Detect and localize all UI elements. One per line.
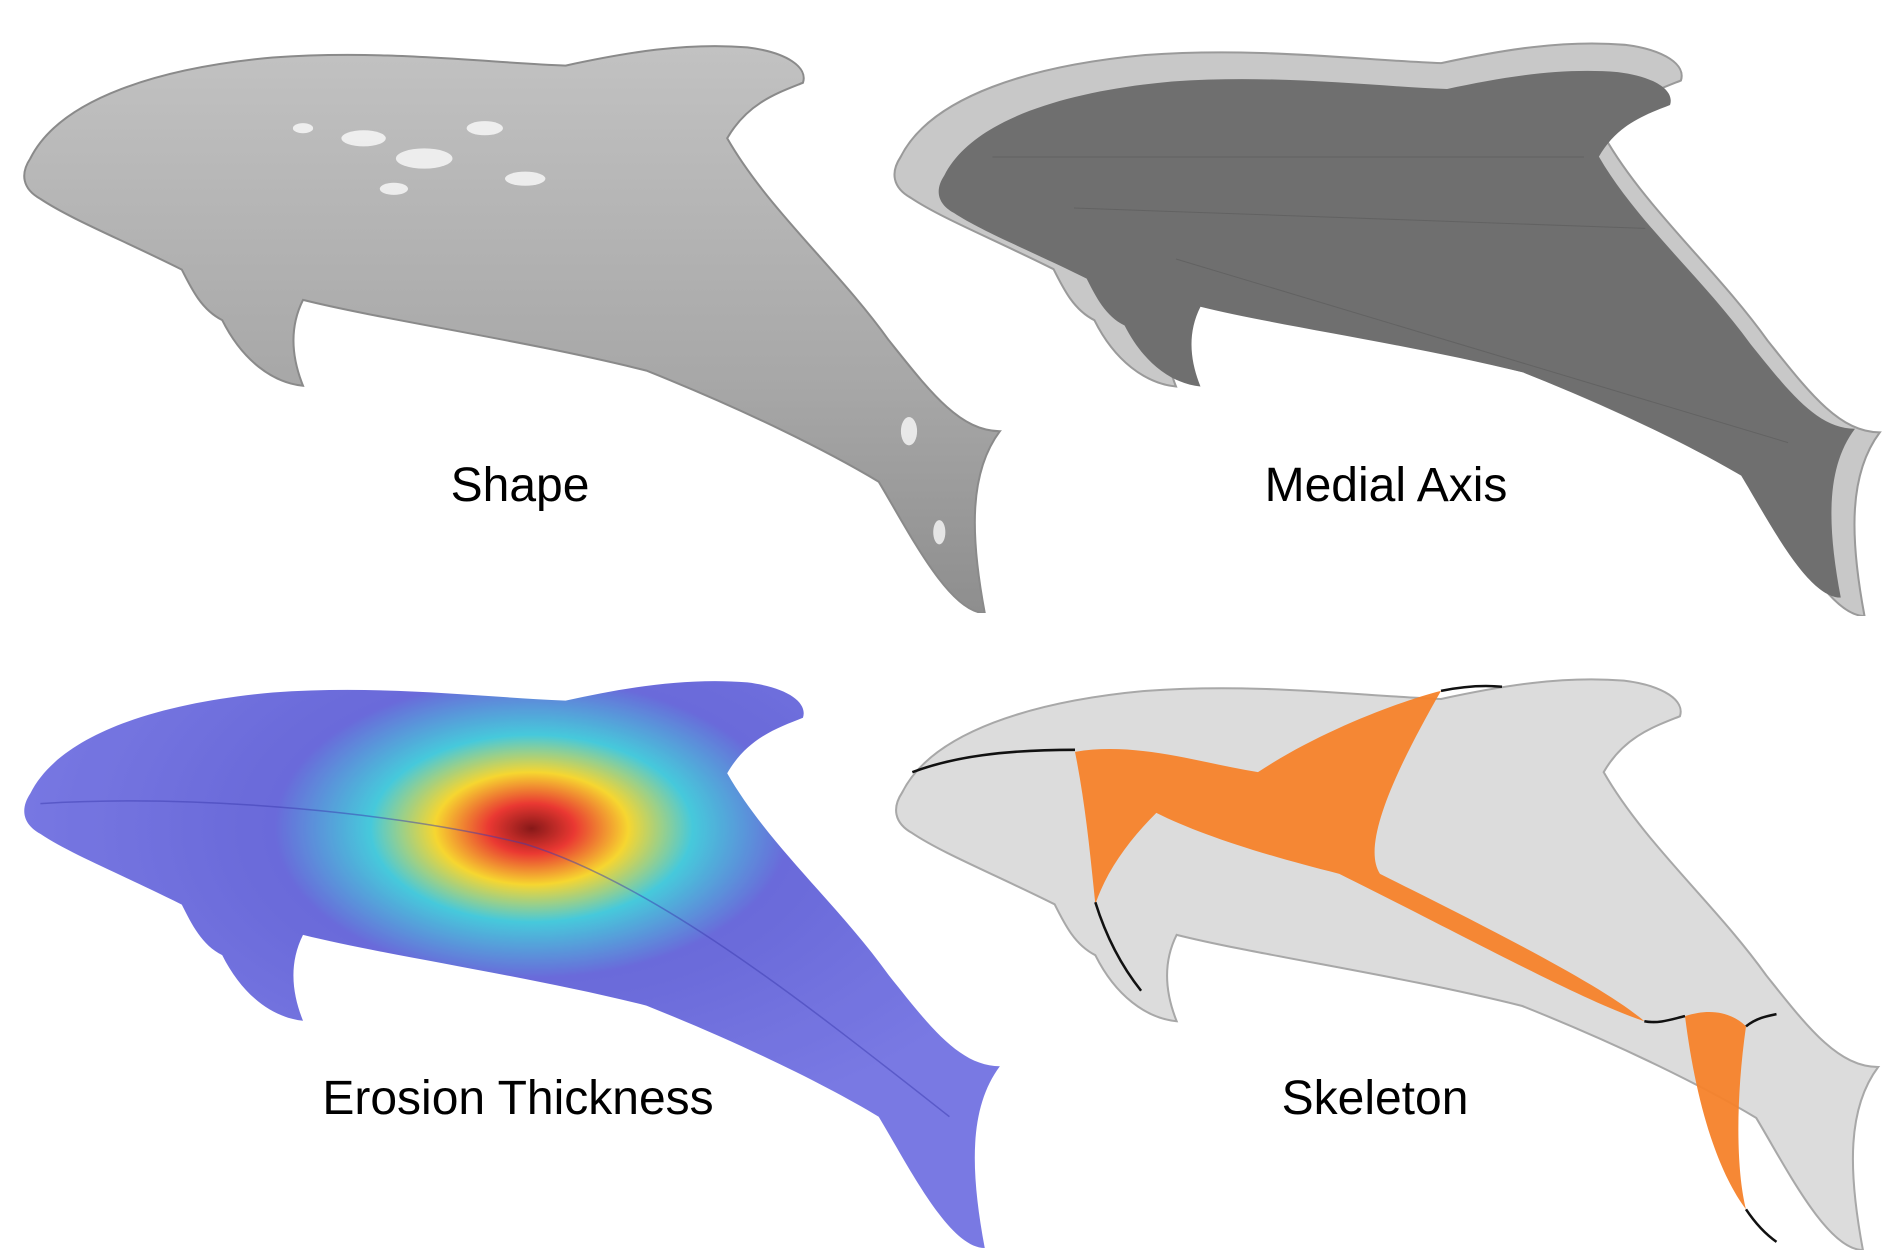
- caption-shape: Shape: [450, 459, 590, 512]
- skeleton-sheet: [1075, 690, 1645, 1022]
- caption-erosion-thickness: Erosion Thickness: [322, 1072, 714, 1125]
- caption-medial-axis: Medial Axis: [1264, 459, 1508, 512]
- medial-axis-render: [893, 42, 1881, 616]
- caption-skeleton: Skeleton: [1281, 1072, 1469, 1125]
- panel-medial-axis: Medial Axis: [870, 0, 1890, 630]
- dolphin-shape-render: [23, 45, 1001, 613]
- panel-shape: Shape: [0, 0, 1001, 630]
- skeleton-render: [895, 678, 1880, 1250]
- panel-erosion-thickness: Erosion Thickness: [0, 640, 1010, 1260]
- panel-skeleton: Skeleton: [870, 640, 1890, 1260]
- erosion-thickness-render: [24, 681, 1000, 1248]
- skeleton-tail-sheet: [1685, 1011, 1746, 1210]
- skeleton-curves: [911, 684, 1778, 1243]
